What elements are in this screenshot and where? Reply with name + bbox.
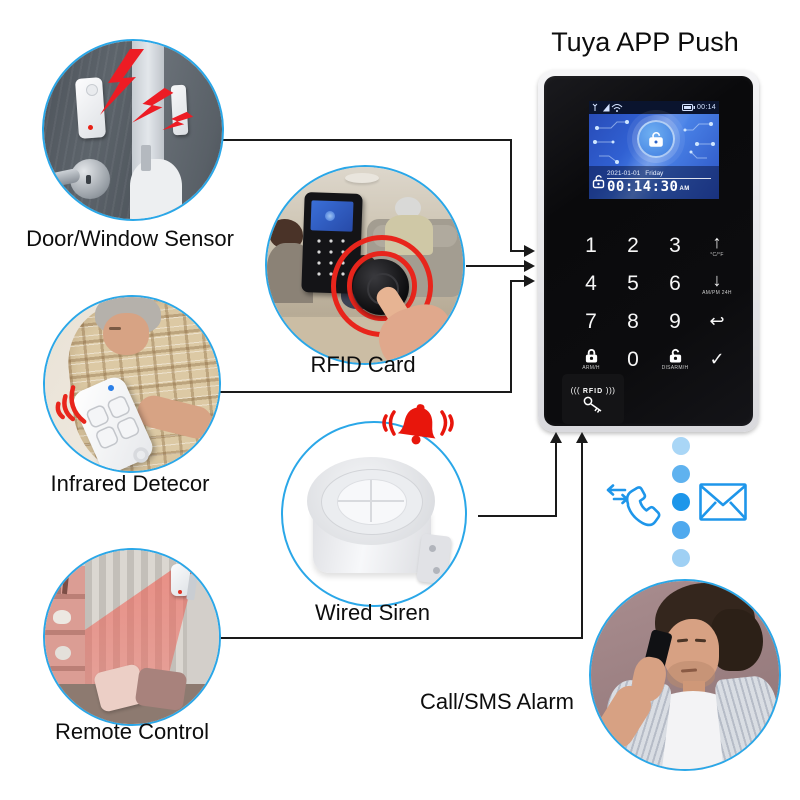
screen-unlock-emblem — [637, 120, 675, 158]
connector-remote-h — [218, 637, 583, 639]
alarm-bell-icon — [382, 404, 454, 445]
sms-envelope-icon — [699, 483, 747, 521]
key-back: ↩ — [696, 302, 738, 340]
battery-icon — [681, 104, 695, 111]
panel-face: 00:14 — [544, 76, 753, 426]
label-remote-control: Remote Control — [54, 719, 210, 744]
flow-dot — [672, 549, 690, 567]
check-icon: ✓ — [709, 349, 725, 369]
signal-wifi-icons — [592, 103, 623, 112]
key-down: ↓AM/PM 24H — [702, 269, 732, 296]
connector-ir-v — [510, 281, 512, 393]
key-up: ↑°C/°F — [710, 231, 724, 258]
screen-weekday: Friday — [645, 170, 664, 177]
key-disarm: DISARM/H — [654, 340, 696, 378]
ceiling-lamp — [345, 173, 379, 183]
key-7: 7 — [585, 309, 597, 333]
arrow-head-siren — [550, 432, 562, 443]
up-arrow-icon: ↑ — [712, 231, 722, 252]
photo-infrared-detector — [43, 295, 221, 473]
connector-ir-h — [218, 391, 512, 393]
photo-call-sms — [589, 579, 781, 771]
key-3: 3 — [669, 233, 681, 257]
arrow-head-remote — [576, 432, 588, 443]
arrow-head-door — [524, 245, 535, 257]
page-title: Tuya APP Push — [551, 27, 739, 57]
transmit-ring — [347, 251, 417, 321]
siren-bracket — [416, 533, 452, 585]
remote-buttons — [86, 396, 149, 463]
rfid-waves: ((( RFID ))) — [570, 385, 616, 395]
arrow-head-ir — [524, 275, 535, 287]
screen-time: 00:14:30AM — [607, 179, 690, 195]
circuit-pattern — [593, 120, 715, 164]
connector-siren-h — [478, 515, 557, 517]
screen-statusbar: 00:14 — [589, 101, 719, 114]
person — [395, 197, 421, 219]
arrow-head-rfid — [524, 260, 535, 272]
key-9: 9 — [669, 309, 681, 333]
disarm-unlock-icon — [669, 348, 681, 363]
label-call-sms-alarm: Call/SMS Alarm — [419, 689, 575, 714]
arm-lock-icon — [585, 349, 597, 363]
panel-keypad: 1 2 3 ↑°C/°F 4 5 6 ↓AM/PM 24H 7 8 9 ↩ AR… — [570, 226, 738, 378]
photo-wired-siren — [281, 421, 467, 607]
key-ok: ✓ — [696, 340, 738, 378]
photo-rfid-card — [265, 165, 465, 365]
sensor-led — [88, 125, 93, 130]
key-2: 2 — [627, 233, 639, 257]
label-door-window-sensor: Door/Window Sensor — [26, 226, 234, 251]
key-arm: ARM/H — [570, 340, 612, 378]
flow-dot — [672, 521, 690, 539]
door-latch — [141, 145, 151, 171]
keyhole — [86, 175, 91, 184]
unlock-small-icon — [592, 175, 605, 189]
key-4: 4 — [585, 271, 597, 295]
flow-dot — [672, 493, 690, 511]
connector-remote-v — [581, 442, 583, 639]
label-wired-siren: Wired Siren — [315, 600, 430, 625]
lightning-bolts-icon — [100, 49, 194, 131]
key-0: 0 — [627, 347, 639, 371]
label-rfid-card: RFID Card — [310, 352, 416, 377]
key-8: 8 — [627, 309, 639, 333]
bedding — [130, 159, 182, 219]
label-infrared-detector: Infrared Detecor — [50, 471, 210, 496]
photo-door-window-sensor — [42, 39, 224, 221]
key-1: 1 — [585, 233, 597, 257]
connector-door-h — [222, 139, 510, 141]
face — [103, 313, 149, 355]
key-6: 6 — [669, 271, 681, 295]
connector-ir-stub — [510, 280, 526, 282]
statusbar-time: 00:14 — [696, 104, 716, 111]
alarm-keypad-panel: 00:14 — [538, 70, 759, 432]
connector-door-stub — [510, 250, 526, 252]
shirt-right — [714, 674, 779, 769]
rfid-key-icon — [583, 396, 602, 413]
pir-sensor — [171, 564, 190, 596]
connector-door-v — [510, 139, 512, 252]
key-5: 5 — [627, 271, 639, 295]
connector-rfid-h — [466, 265, 524, 267]
call-transfer-icon — [606, 484, 661, 527]
rfid-swipe-zone: ((( RFID ))) — [562, 374, 624, 424]
unlock-icon — [649, 131, 663, 147]
connector-siren-v — [555, 442, 557, 517]
screen-meridiem: AM — [679, 186, 690, 192]
signal-waves-icon — [55, 385, 87, 424]
down-arrow-icon: ↓ — [712, 269, 722, 290]
back-arrow-icon: ↩ — [709, 311, 725, 331]
pir-led — [178, 590, 182, 594]
photo-remote-control — [43, 548, 221, 726]
flow-dot — [672, 437, 690, 455]
pillow — [134, 666, 188, 712]
flow-dot — [672, 465, 690, 483]
panel-screen: 00:14 — [589, 101, 719, 199]
